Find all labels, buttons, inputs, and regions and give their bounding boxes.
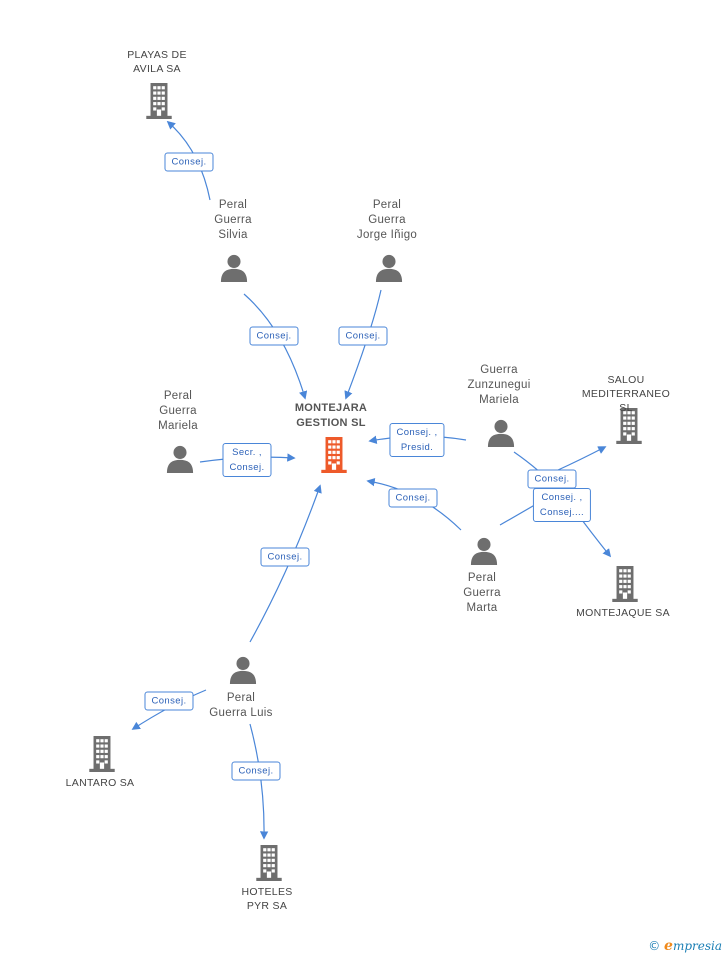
edge-label-marta-montejaque[interactable]: Consej. , Consej.... xyxy=(532,488,592,522)
silvia-person-icon[interactable] xyxy=(220,254,248,282)
zunzunegui-person-icon[interactable] xyxy=(487,419,515,447)
hoteles-building-icon[interactable] xyxy=(256,845,282,881)
montejaque-building-icon[interactable] xyxy=(612,566,638,602)
edge-zunzunegui-salou xyxy=(557,446,607,471)
luis-person-icon[interactable] xyxy=(229,656,257,684)
node-label-jorge[interactable]: Peral Guerra Jorge Iñigo xyxy=(356,199,418,241)
node-label-zunzunegui[interactable]: Guerra Zunzunegui Mariela xyxy=(467,364,531,406)
node-label-montejaque[interactable]: MONTEJAQUE SA xyxy=(576,607,670,619)
jorge-person-icon[interactable] xyxy=(375,254,403,282)
brand-name: mpresia xyxy=(672,939,722,953)
edge-label-mariela-main[interactable]: Secr. , Consej. xyxy=(222,443,272,477)
copyright-icon: © xyxy=(648,939,661,953)
node-label-montejara[interactable]: MONTEJARA GESTION SL xyxy=(294,402,368,429)
edge-label-zunzunegui-main[interactable]: Consej. , Presid. xyxy=(389,423,445,457)
edge-label-jorge-main[interactable]: Consej. xyxy=(338,326,388,346)
brand-initial: e xyxy=(664,938,673,954)
node-label-silvia[interactable]: Peral Guerra Silvia xyxy=(214,199,252,241)
playas-building-icon[interactable] xyxy=(146,83,172,119)
edge-label-zunzunegui-salou[interactable]: Consej. xyxy=(527,469,577,489)
node-label-hoteles[interactable]: HOTELES PYR SA xyxy=(241,886,293,912)
node-label-lantaro[interactable]: LANTARO SA xyxy=(65,777,135,789)
edge-label-luis-main[interactable]: Consej. xyxy=(260,547,310,567)
node-label-playas[interactable]: PLAYAS DE AVILA SA xyxy=(127,49,187,75)
node-label-mariela[interactable]: Peral Guerra Mariela xyxy=(158,390,198,432)
node-label-marta[interactable]: Peral Guerra Marta xyxy=(463,572,501,614)
edge-luis-main xyxy=(249,484,322,643)
marta-person-icon[interactable] xyxy=(470,537,498,565)
edge-luis-hoteles xyxy=(249,723,269,840)
edge-label-marta-main[interactable]: Consej. xyxy=(388,488,438,508)
edge-label-silvia-playas[interactable]: Consej. xyxy=(164,152,214,172)
edge-label-silvia-main[interactable]: Consej. xyxy=(249,326,299,346)
edge-label-luis-hoteles[interactable]: Consej. xyxy=(231,761,281,781)
footer-brand[interactable]: © empresia xyxy=(648,938,722,954)
mariela-person-icon[interactable] xyxy=(166,445,194,473)
node-label-salou[interactable]: SALOU MEDITERRANEO SL xyxy=(581,374,671,414)
node-label-luis[interactable]: Peral Guerra Luis xyxy=(209,692,273,719)
lantaro-building-icon[interactable] xyxy=(89,736,115,772)
edge-silvia-main xyxy=(243,293,308,400)
main-company-building-icon[interactable] xyxy=(321,437,347,473)
edge-label-luis-lantaro[interactable]: Consej. xyxy=(144,691,194,711)
